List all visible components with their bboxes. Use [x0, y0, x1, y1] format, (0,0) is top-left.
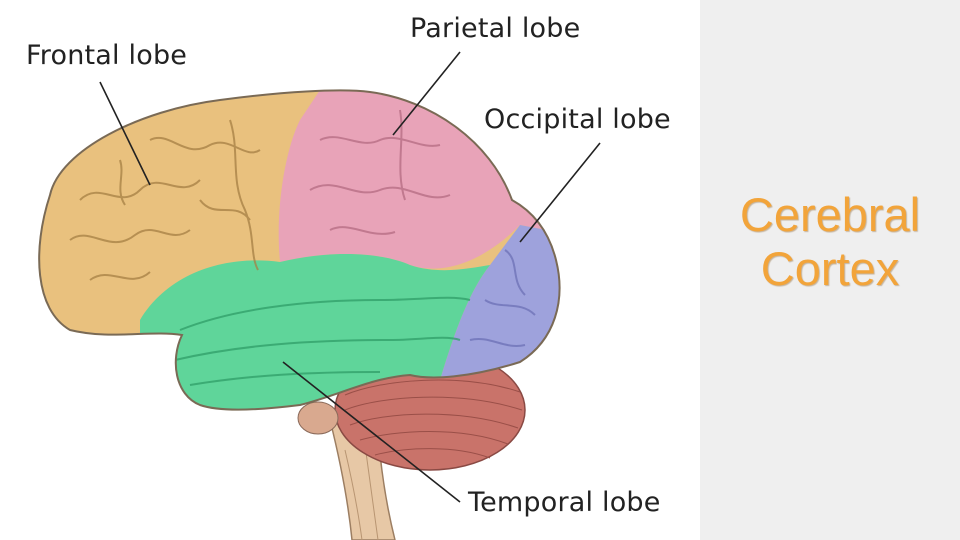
temporal-lobe-label: Temporal lobe — [468, 487, 661, 518]
slide-title: Cerebral Cortex — [700, 188, 960, 296]
brain-illustration — [38, 51, 601, 540]
temporal-leader-line — [282, 361, 461, 503]
slide-title-line-1: Cerebral — [739, 188, 921, 241]
occipital-lobe-region — [440, 225, 560, 400]
occipital-leader-line — [519, 142, 601, 243]
frontal-lobe-label: Frontal lobe — [26, 40, 188, 71]
frontal-leader-line — [99, 81, 151, 186]
title-panel: Cerebral Cortex — [700, 0, 960, 540]
occipital-lobe-label: Occipital lobe — [484, 104, 671, 135]
slide-title-line-2: Cortex — [760, 242, 900, 295]
parietal-leader-line — [392, 51, 461, 136]
parietal-lobe-label: Parietal lobe — [410, 13, 581, 44]
brain-diagram: Frontal lobe Parietal lobe Occipital lob… — [26, 13, 671, 540]
